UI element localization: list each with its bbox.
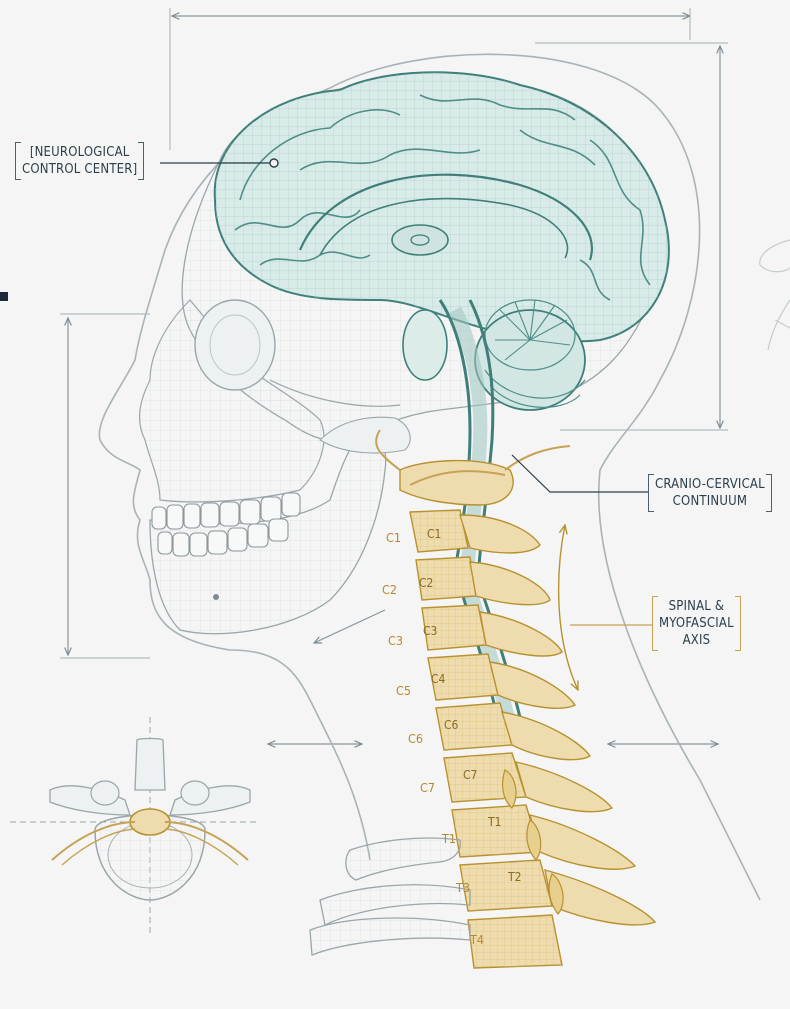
cranio-line-1: CRANIO-CERVICAL [655, 476, 765, 493]
label-inner-c1: C1 [427, 527, 441, 541]
label-outer-t4: T4 [470, 932, 484, 947]
label-outer-t1: T1 [442, 831, 456, 846]
label-inner-t2: T2 [508, 870, 521, 884]
clavicle [310, 838, 470, 955]
spinal-line-3: AXIS [659, 632, 734, 649]
spinal-myofascial-axis-label: SPINAL & MYOFASCIAL AXIS [652, 596, 741, 651]
label-outer-c3: C3 [388, 633, 403, 648]
eye-orbit [195, 300, 275, 390]
spinal-line-2: MYOFASCIAL [659, 615, 734, 632]
label-inner-c4: C4 [431, 672, 445, 686]
spinal-line-1: SPINAL & [659, 598, 734, 615]
neuro-line-2: CONTROL CENTER] [22, 161, 137, 178]
label-outer-c2: C2 [382, 582, 397, 597]
spinal-curve-arrow [559, 525, 578, 690]
label-inner-t1: T1 [488, 815, 501, 829]
label-outer-t3: T3 [456, 880, 470, 895]
partial-sketch [760, 240, 790, 350]
spinal-canal [130, 809, 170, 835]
label-outer-c5: C5 [396, 683, 411, 698]
label-inner-c6: C6 [444, 718, 458, 732]
thalamus [403, 310, 447, 380]
label-outer-c7: C7 [420, 780, 435, 795]
cranio-line-2: CONTINUUM [655, 493, 765, 510]
label-inner-c3: C3 [423, 624, 437, 638]
neurological-control-center-label: [NEUROLOGICAL CONTROL CENTER] [15, 142, 144, 180]
label-inner-c2: C2 [419, 576, 433, 590]
cranio-leader [512, 455, 648, 492]
cranio-cervical-continuum-label: CRANIO-CERVICAL CONTINUUM [648, 474, 772, 512]
neuro-line-1: [NEUROLOGICAL [22, 144, 137, 161]
vertebra-cross-section [10, 717, 260, 935]
edge-marker [0, 292, 8, 301]
label-outer-c1: C1 [386, 530, 401, 545]
label-outer-c6: C6 [408, 731, 423, 746]
jaw-pointer-arrow [314, 610, 385, 643]
label-inner-c7: C7 [463, 768, 477, 782]
